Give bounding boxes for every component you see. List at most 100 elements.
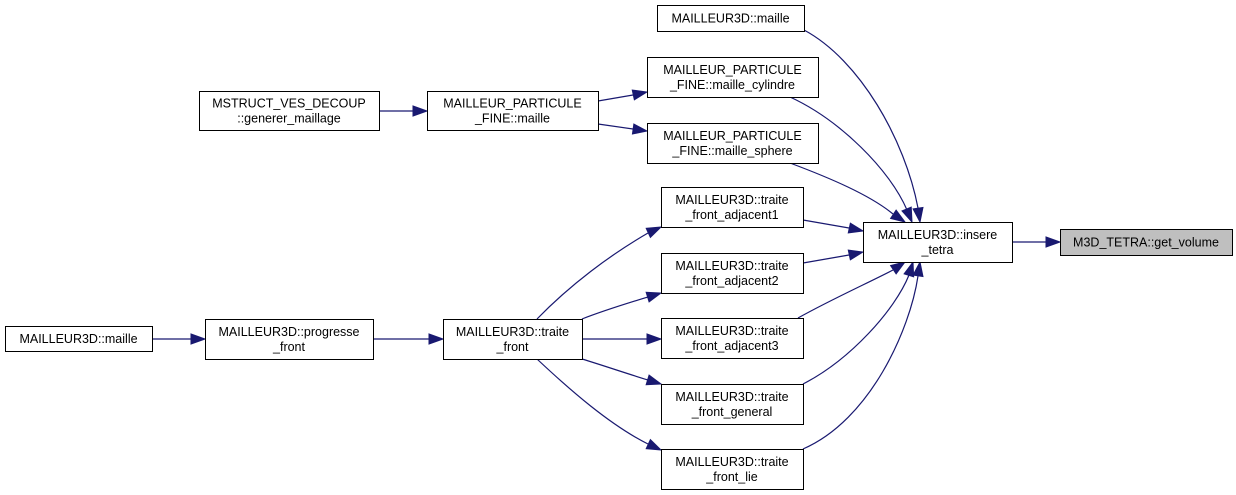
edge-line — [597, 123, 634, 130]
node-label: MSTRUCT_VES_DECOUP — [212, 97, 366, 111]
node-label: _front_general — [691, 405, 773, 419]
node-label: MAILLEUR_PARTICULE — [443, 97, 581, 111]
node-label: _front_lie — [705, 470, 757, 484]
node-label: _tetra — [921, 243, 954, 257]
edge-line — [789, 96, 908, 211]
node-label: MAILLEUR3D::traite — [456, 325, 569, 339]
edge-traite_front-to-adjacent1 — [536, 226, 663, 320]
edge-line — [581, 296, 649, 320]
edge-particule_maille-to-maille_sphere — [597, 123, 649, 135]
edge-lie-to-insere_tetra — [802, 260, 924, 450]
node-box[interactable] — [427, 91, 599, 131]
node-adjacent1[interactable]: MAILLEUR3D::traite_front_adjacent1 — [661, 187, 804, 228]
edges-layer — [152, 29, 1062, 451]
edge-traite_front-to-adjacent2 — [581, 291, 663, 320]
edge-traite_front-to-adjacent3 — [582, 333, 663, 345]
node-label: _front_adjacent2 — [684, 274, 778, 288]
node-label: _FINE::maille_cylindre — [669, 78, 795, 92]
node-box[interactable] — [661, 253, 804, 294]
node-adjacent2[interactable]: MAILLEUR3D::traite_front_adjacent2 — [661, 253, 804, 294]
node-general[interactable]: MAILLEUR3D::traite_front_general — [661, 384, 804, 425]
arrowhead-icon — [1045, 236, 1062, 248]
node-box[interactable] — [205, 319, 374, 360]
arrowhead-icon — [646, 333, 663, 345]
arrowhead-icon — [901, 206, 913, 224]
edge-traite_front-to-general — [581, 358, 663, 386]
edge-line — [581, 358, 649, 381]
node-insere_tetra[interactable]: MAILLEUR3D::insere_tetra — [863, 222, 1013, 263]
edge-adjacent1-to-insere_tetra — [802, 219, 865, 234]
node-box[interactable] — [1060, 229, 1233, 256]
node-box[interactable] — [657, 5, 805, 32]
node-box[interactable] — [661, 318, 804, 359]
arrowhead-icon — [912, 260, 924, 278]
node-box[interactable] — [199, 91, 380, 131]
node-box[interactable] — [5, 326, 153, 352]
node-label: _front_adjacent3 — [684, 339, 778, 353]
edge-line — [802, 274, 910, 385]
arrowhead-icon — [847, 249, 865, 261]
node-box[interactable] — [647, 123, 819, 164]
node-label: MAILLEUR3D::traite — [675, 193, 788, 207]
node-label: _front_adjacent1 — [684, 208, 778, 222]
arrowhead-icon — [889, 209, 907, 223]
node-maille_cylindre[interactable]: MAILLEUR_PARTICULE_FINE::maille_cylindre — [647, 57, 819, 98]
node-label: MAILLEUR3D::traite — [675, 455, 788, 469]
node-get_volume[interactable]: M3D_TETRA::get_volume — [1060, 229, 1233, 256]
arrowhead-icon — [631, 89, 649, 101]
node-maille3d_left[interactable]: MAILLEUR3D::maille — [5, 326, 153, 352]
node-label: MAILLEUR3D::traite — [675, 324, 788, 338]
arrowhead-icon — [903, 260, 915, 278]
node-label: MAILLEUR3D::maille — [19, 332, 137, 346]
edge-line — [802, 275, 919, 450]
edge-adjacent3-to-insere_tetra — [797, 261, 907, 319]
node-box[interactable] — [863, 222, 1013, 263]
arrowhead-icon — [912, 206, 924, 224]
node-lie[interactable]: MAILLEUR3D::traite_front_lie — [661, 449, 804, 490]
node-label: MAILLEUR3D::traite — [675, 259, 788, 273]
node-label: MAILLEUR3D::insere — [878, 228, 998, 242]
node-box[interactable] — [647, 57, 819, 98]
arrowhead-icon — [645, 438, 663, 451]
edge-adjacent2-to-insere_tetra — [802, 249, 865, 264]
node-maille3d_top[interactable]: MAILLEUR3D::maille — [657, 5, 805, 32]
edge-line — [802, 254, 850, 264]
node-box[interactable] — [661, 187, 804, 228]
node-box[interactable] — [661, 449, 804, 490]
node-generer_maillage[interactable]: MSTRUCT_VES_DECOUP::generer_maillage — [199, 91, 380, 131]
nodes-layer: M3D_TETRA::get_volumeMAILLEUR3D::insere_… — [5, 5, 1233, 490]
arrowhead-icon — [412, 105, 429, 117]
arrowhead-icon — [847, 222, 865, 234]
node-label: M3D_TETRA::get_volume — [1073, 236, 1219, 250]
node-label: MAILLEUR_PARTICULE — [663, 129, 801, 143]
arrowhead-icon — [889, 261, 907, 275]
node-adjacent3[interactable]: MAILLEUR3D::traite_front_adjacent3 — [661, 318, 804, 359]
node-label: ::generer_maillage — [237, 112, 341, 126]
edge-maille3d_left-to-progresse_front — [152, 333, 207, 345]
node-label: MAILLEUR3D::progresse — [218, 325, 359, 339]
node-maille_sphere[interactable]: MAILLEUR_PARTICULE_FINE::maille_sphere — [647, 123, 819, 164]
edge-line — [789, 162, 894, 215]
node-particule_maille[interactable]: MAILLEUR_PARTICULE_FINE::maille — [427, 91, 599, 131]
edge-traite_front-to-lie — [536, 358, 663, 451]
node-box[interactable] — [661, 384, 804, 425]
edge-line — [597, 94, 634, 102]
edge-generer_maillage-to-particule_maille — [379, 105, 429, 117]
node-progresse_front[interactable]: MAILLEUR3D::progresse_front — [205, 319, 374, 360]
node-label: MAILLEUR3D::maille — [671, 12, 789, 26]
node-label: MAILLEUR_PARTICULE — [663, 63, 801, 77]
edge-line — [536, 232, 649, 320]
arrowhead-icon — [645, 291, 663, 303]
edge-line — [802, 219, 850, 229]
node-label: MAILLEUR3D::traite — [675, 390, 788, 404]
edge-line — [803, 29, 919, 209]
node-traite_front[interactable]: MAILLEUR3D::traite_front — [443, 319, 583, 360]
arrowhead-icon — [631, 123, 649, 135]
edge-line — [536, 358, 649, 445]
edge-maille_sphere-to-insere_tetra — [789, 162, 907, 223]
node-label: _front — [272, 340, 305, 354]
node-box[interactable] — [443, 319, 583, 360]
arrowhead-icon — [428, 333, 445, 345]
edge-maille_cylindre-to-insere_tetra — [789, 96, 913, 224]
